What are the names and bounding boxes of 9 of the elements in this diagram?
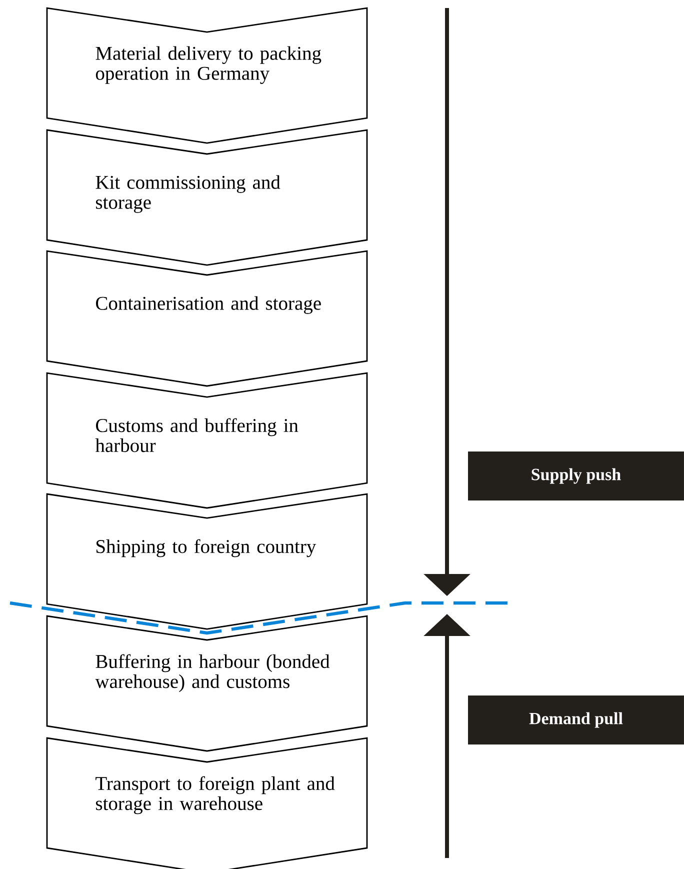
process-step: Shipping to foreign country xyxy=(46,493,368,630)
process-step: Transport to foreign plant and storage in warehouse xyxy=(46,737,368,869)
process-step: Customs and buffering in harbour xyxy=(46,372,368,509)
label-box: Supply push xyxy=(468,452,684,500)
process-step: Material delivery to packing operation in Germany xyxy=(46,7,368,144)
process-step: Containerisation and storage xyxy=(46,250,368,387)
process-step: Kit commissioning and storage xyxy=(46,129,368,266)
label-box: Demand pull xyxy=(468,696,684,744)
process-step: Buffering in harbour (bonded warehouse) and customs xyxy=(46,615,368,752)
